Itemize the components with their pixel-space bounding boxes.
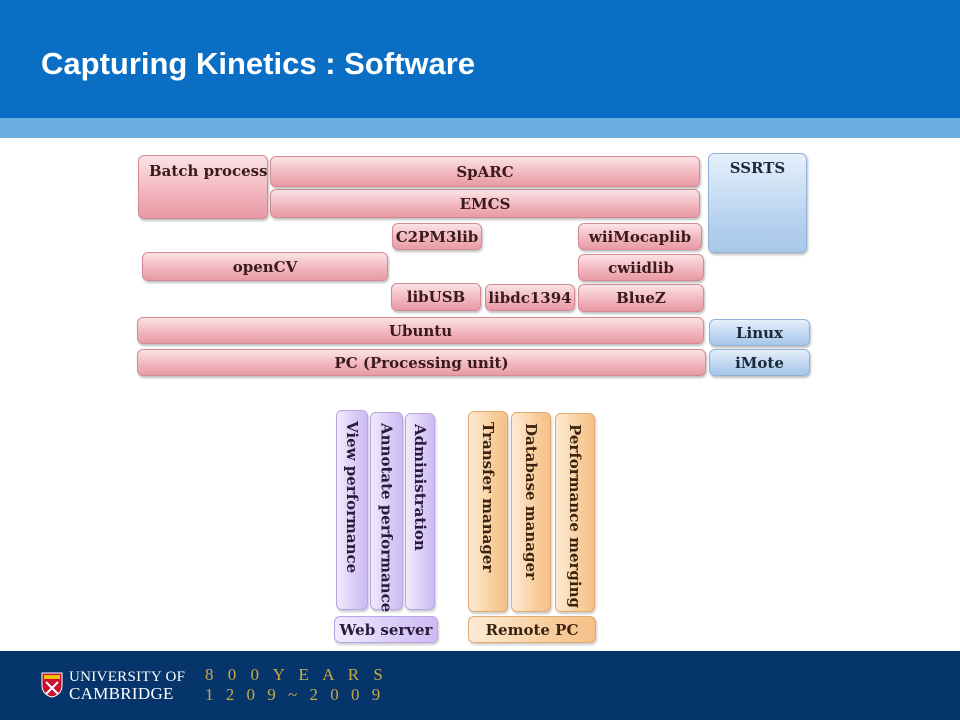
cwiidlib-block: cwiidlib <box>578 254 704 281</box>
university-name-line2: CAMBRIDGE <box>69 684 174 703</box>
emcs-block: EMCS <box>270 189 700 218</box>
anniversary-years: 1 2 0 9 ~ 2 0 0 9 <box>205 685 385 704</box>
footer-bar <box>0 651 960 720</box>
libusb-block: libUSB <box>391 283 481 311</box>
bluez-block: BlueZ <box>578 284 704 312</box>
university-name-line1: UNIVERSITY OF <box>69 669 186 685</box>
linux-block: Linux <box>709 319 810 346</box>
database-manager-block: Database manager <box>511 412 551 612</box>
web-server-block: Web server <box>334 616 438 643</box>
transfer-manager-block: Transfer manager <box>468 411 508 612</box>
annotate-performance-block: Annotate performance <box>370 412 403 612</box>
c2pm3lib-block: C2PM3lib <box>392 223 482 250</box>
imote-block: iMote <box>709 349 810 376</box>
libdc1394-block: libdc1394 <box>485 284 575 311</box>
batch-process-block: Batch process <box>138 155 268 219</box>
university-crest-icon <box>41 672 63 698</box>
view-performance-block: View performance <box>336 410 368 610</box>
sparc-block: SpARC <box>270 156 700 187</box>
administration-block: Administration <box>405 413 435 610</box>
header-bar <box>0 0 960 118</box>
ssrts-block: SSRTS <box>708 153 807 253</box>
opencv-block: openCV <box>142 252 388 281</box>
slide-title: Capturing Kinetics : Software <box>41 46 476 81</box>
wiimocaplib-block: wiiMocaplib <box>578 223 702 250</box>
anniversary-text: 8 0 0 Y E A R S <box>205 665 388 684</box>
pc-processing-unit-block: PC (Processing unit) <box>137 349 706 376</box>
remote-pc-block: Remote PC <box>468 616 596 643</box>
performance-merging-block: Performance merging <box>555 413 595 612</box>
ubuntu-block: Ubuntu <box>137 317 704 344</box>
header-stripe <box>0 118 960 138</box>
